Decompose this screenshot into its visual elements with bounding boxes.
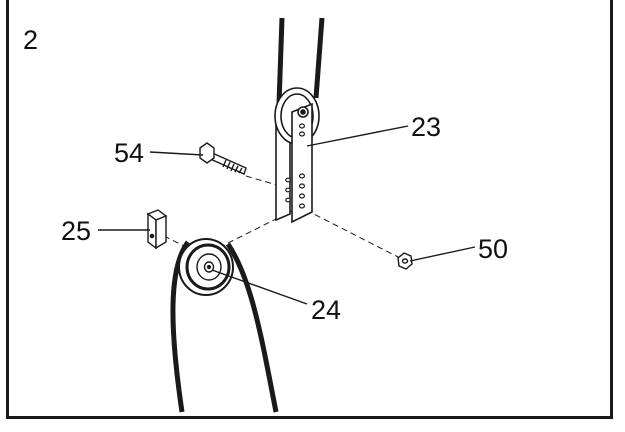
upper-cable-left [276, 17, 285, 105]
bracket-hole [285, 177, 291, 183]
callout-part-23: 23 [411, 112, 442, 142]
pulley-groove [185, 243, 231, 291]
small-bracket-hole [149, 233, 155, 239]
guide-line-nut [305, 209, 401, 259]
guide-line-bracket [163, 235, 197, 253]
callout-part-54: 54 [114, 138, 145, 168]
bracket-hole [285, 197, 291, 203]
small-bracket-front [155, 214, 167, 250]
bolt-54 [199, 142, 247, 175]
nut-50 [397, 252, 413, 270]
leader-lines [98, 125, 476, 305]
figure-frame [6, 0, 613, 419]
bracket-hole [299, 131, 306, 137]
callout-part-50: 50 [478, 234, 509, 264]
leader-line-54 [149, 151, 204, 156]
pulley-bracket-23 [274, 87, 320, 224]
bracket-holes [285, 123, 306, 209]
bracket-hole [285, 187, 291, 193]
small-bracket-25 [146, 209, 168, 250]
bolt-thread [222, 159, 243, 174]
step-number: 2 [23, 25, 39, 55]
upper-cables [276, 17, 325, 105]
callout-part-24: 24 [311, 295, 342, 325]
upper-cable-right [313, 17, 325, 99]
leader-line-23 [306, 125, 409, 147]
nut-body [397, 252, 413, 270]
bracket-hole [299, 123, 306, 129]
bracket-hole [299, 173, 306, 179]
bracket-front-plate [291, 102, 313, 224]
bracket-hole [299, 193, 306, 199]
nut-hole [401, 258, 409, 264]
small-bracket-body [147, 212, 157, 250]
bracket-hole [299, 183, 306, 189]
bracket-hole [299, 203, 306, 209]
pulley-24 [178, 238, 234, 296]
bolt-head [199, 142, 215, 164]
bracket-top-nut-hole [300, 109, 306, 115]
callout-part-25: 25 [61, 216, 92, 246]
leader-line-24 [211, 269, 308, 305]
lower-cable-right [225, 242, 279, 413]
leader-line-50 [409, 246, 476, 262]
pulley-axle [206, 264, 212, 270]
